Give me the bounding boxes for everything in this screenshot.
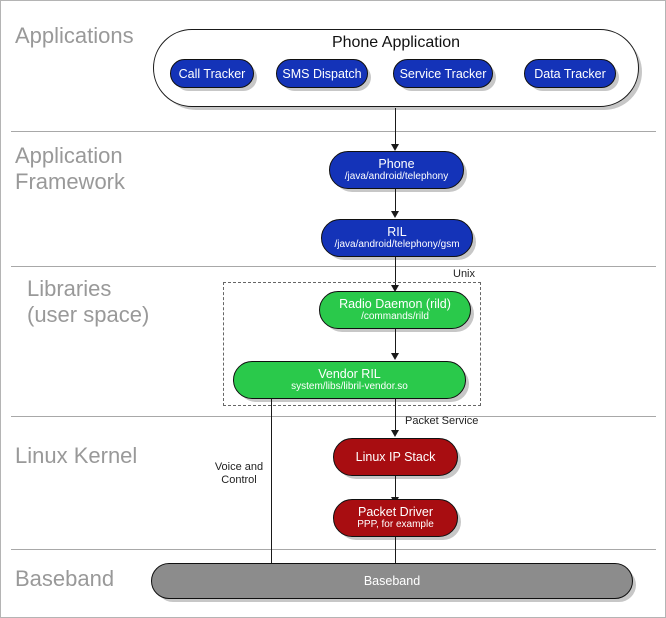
connector-packet-driver-to-baseband	[395, 537, 396, 565]
node-linux-ip-stack[interactable]: Linux IP Stack	[333, 438, 458, 476]
node-phone[interactable]: Phone /java/android/telephony	[329, 151, 464, 189]
app-label: Data Tracker	[534, 66, 606, 81]
connector-vendor-ril-to-ip-stack	[395, 399, 396, 431]
node-vendor-ril[interactable]: Vendor RIL system/libs/libril-vendor.so	[233, 361, 466, 399]
node-title: Vendor RIL	[318, 367, 381, 381]
node-title: Linux IP Stack	[355, 450, 436, 464]
node-subtitle: /commands/rild	[361, 311, 429, 322]
connector-ril-to-rild	[395, 257, 396, 286]
arrowhead-apps-to-phone	[391, 144, 399, 151]
unix-region-label: Unix	[453, 268, 476, 280]
arrowhead-rild-to-vendor-ril	[391, 353, 399, 360]
node-title: Packet Driver	[357, 505, 434, 519]
connector-phone-to-ril	[395, 189, 396, 212]
app-label: SMS Dispatch	[282, 66, 362, 81]
arrowhead-vendor-ril-to-ip-stack	[391, 430, 399, 437]
node-title: Baseband	[363, 574, 421, 588]
connector-ip-stack-to-packet-driver	[395, 476, 396, 498]
arrowhead-ril-to-rild	[391, 285, 399, 292]
node-title: Phone	[378, 157, 415, 171]
node-subtitle: system/libs/libril-vendor.so	[291, 381, 408, 392]
node-packet-driver[interactable]: Packet Driver PPP, for example	[333, 499, 458, 537]
layer-label-linux-kernel: Linux Kernel	[15, 443, 138, 468]
node-baseband[interactable]: Baseband	[151, 563, 633, 599]
divider-kernel	[11, 549, 656, 550]
arrowhead-phone-to-ril	[391, 211, 399, 218]
connector-voice-and-control	[271, 399, 272, 565]
node-ril[interactable]: RIL /java/android/telephony/gsm	[321, 219, 473, 257]
phone-application-title: Phone Application	[331, 34, 461, 51]
node-subtitle: PPP, for example	[357, 519, 434, 530]
app-pill-call-tracker[interactable]: Call Tracker	[170, 59, 254, 88]
layer-label-libraries: Libraries (user space)	[27, 276, 150, 327]
connector-rild-to-vendor-ril	[395, 329, 396, 354]
app-pill-data-tracker[interactable]: Data Tracker	[524, 59, 616, 88]
layer-label-application-framework: Application Framework	[15, 143, 126, 194]
connector-apps-to-phone	[395, 108, 396, 145]
app-label: Service Tracker	[399, 66, 487, 81]
node-subtitle: /java/android/telephony	[344, 171, 449, 182]
layer-label-baseband: Baseband	[15, 566, 115, 591]
node-title: Radio Daemon (rild)	[339, 297, 451, 311]
app-label: Call Tracker	[178, 66, 246, 81]
divider-applications	[11, 131, 656, 132]
divider-libraries	[11, 416, 656, 417]
app-pill-sms-dispatch[interactable]: SMS Dispatch	[276, 59, 368, 88]
app-pill-service-tracker[interactable]: Service Tracker	[393, 59, 493, 88]
phone-application-container: Phone Application Call Tracker SMS Dispa…	[153, 29, 639, 107]
node-radio-daemon[interactable]: Radio Daemon (rild) /commands/rild	[319, 291, 471, 329]
unix-boundary-region	[223, 282, 481, 406]
node-title: RIL	[387, 225, 407, 239]
divider-framework	[11, 266, 656, 267]
edge-label-voice-and-control: Voice and Control	[214, 461, 264, 486]
node-subtitle: /java/android/telephony/gsm	[334, 239, 460, 250]
edge-label-packet-service: Packet Service	[405, 415, 479, 427]
layer-label-applications: Applications	[15, 23, 134, 48]
